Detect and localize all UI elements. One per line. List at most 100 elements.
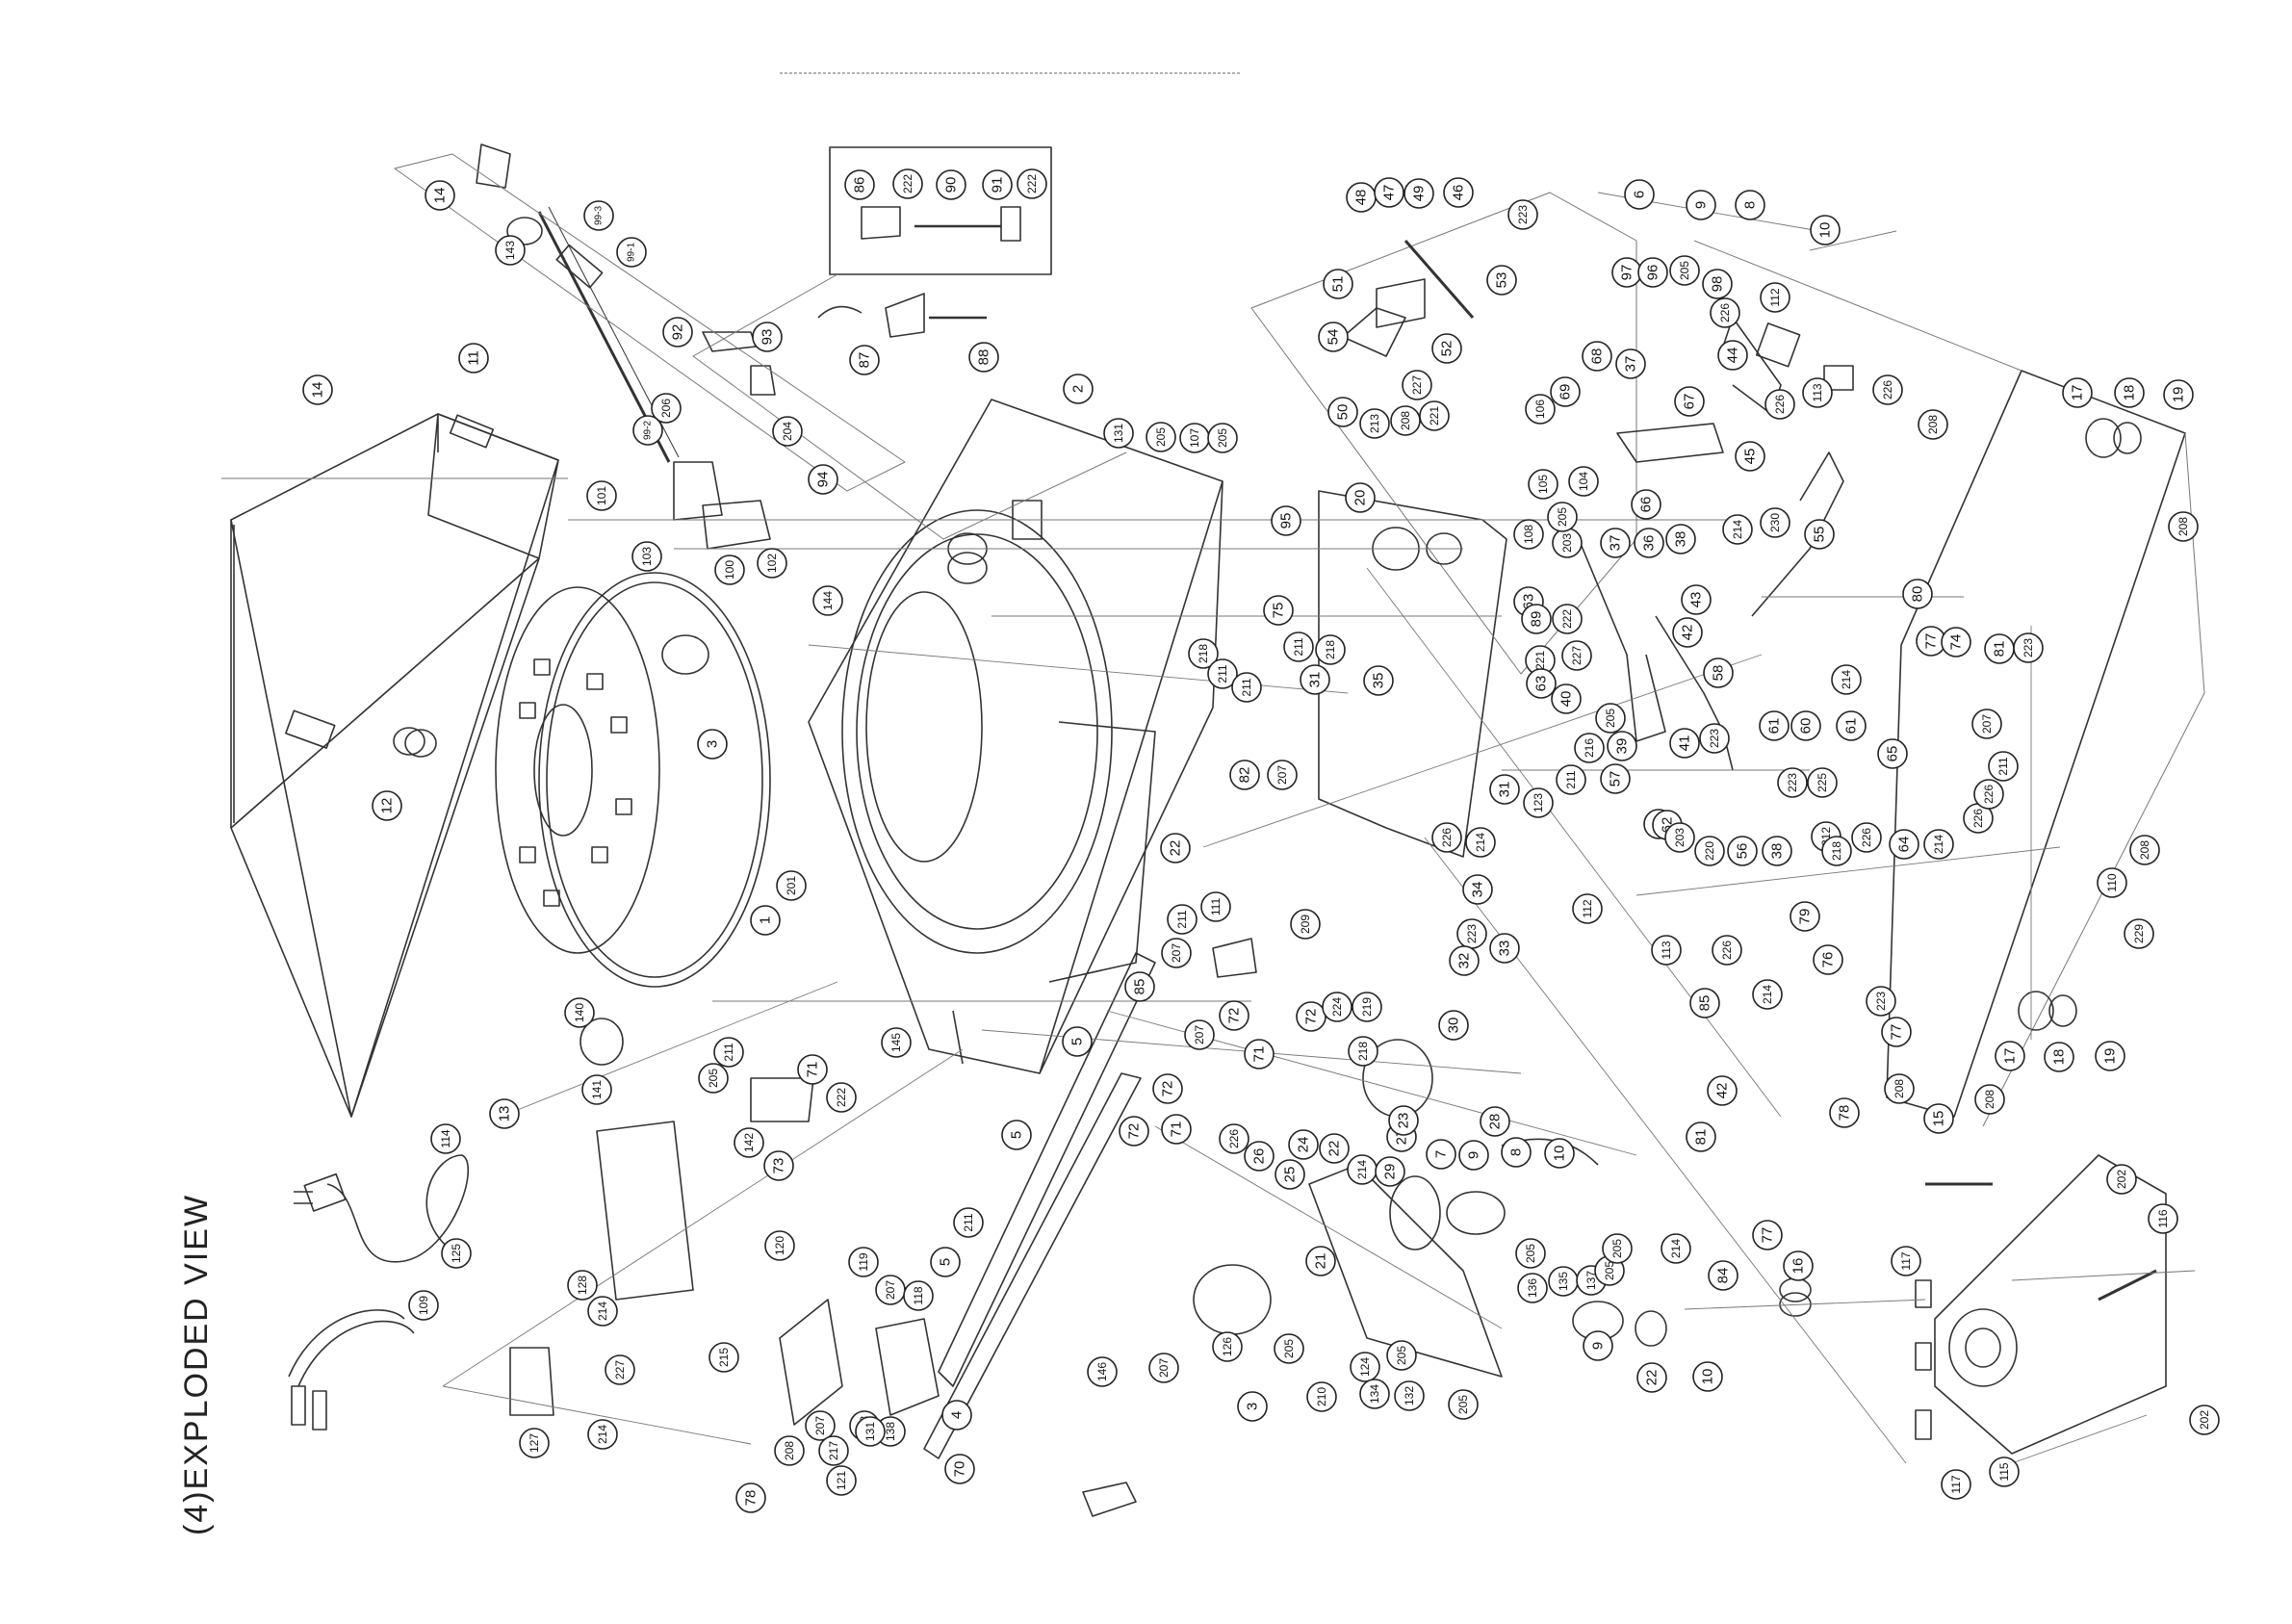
callout-number: 77 <box>1889 1024 1905 1041</box>
callout-circle <box>1624 179 1655 210</box>
callout-number: 119 <box>857 1252 870 1271</box>
part-callout: 4 <box>941 1400 972 1431</box>
callout-circle <box>1872 374 1903 405</box>
part-callout: 112 <box>1760 282 1790 313</box>
callout-circle <box>1661 1233 1691 1264</box>
callout-circle <box>1526 668 1557 699</box>
part-callout: 82 <box>1229 760 1260 790</box>
callout-circle <box>1988 751 2019 782</box>
part-callout: 45 <box>1735 441 1765 472</box>
callout-circle <box>1465 827 1496 858</box>
callout-number: 92 <box>670 324 686 341</box>
callout-circle <box>1274 1333 1304 1364</box>
callout-number: 95 <box>1278 513 1295 529</box>
callout-number: 87 <box>857 352 873 369</box>
tonearm <box>476 143 776 550</box>
part-callout: 71 <box>797 1054 828 1085</box>
part-callout: 39 <box>1607 731 1637 761</box>
callout-circle <box>458 343 489 374</box>
callout-circle <box>1352 992 1382 1022</box>
part-callout: 220 <box>1694 836 1725 866</box>
part-callout: 214 <box>1831 664 1862 695</box>
callout-circle <box>1275 1159 1305 1190</box>
callout-number: 207 <box>1170 943 1183 963</box>
part-callout: 56 <box>1727 836 1758 866</box>
part-callout: 77 <box>1752 1220 1783 1250</box>
part-callout: 81 <box>1984 633 2015 664</box>
callout-circle <box>1426 1139 1456 1170</box>
callout-circle <box>1602 1233 1633 1264</box>
callout-number: 49 <box>1411 186 1428 202</box>
callout-number: 127 <box>528 1433 541 1453</box>
cue-leader <box>692 273 1127 540</box>
callout-number: 211 <box>722 1043 735 1061</box>
callout-number: 223 <box>2022 638 2035 657</box>
callout-circle <box>1103 418 1134 449</box>
part-callout: 22 <box>1160 833 1191 864</box>
callout-circle <box>1146 422 1176 452</box>
part-callout: 104 <box>1568 466 1599 497</box>
callout-circle <box>1161 1114 1192 1145</box>
callout-circle <box>892 168 923 199</box>
part-callout: 16 <box>1783 1250 1814 1281</box>
part-callout: 57 <box>1600 763 1631 794</box>
callout-circle <box>1288 1129 1319 1160</box>
part-callout: 9 <box>1458 1140 1489 1171</box>
callout-number: 63 <box>1533 676 1550 692</box>
callout-number: 14 <box>432 188 449 204</box>
part-callout: 214 <box>1722 514 1753 545</box>
callout-number: 210 <box>1315 1387 1328 1406</box>
callout-circle <box>1568 466 1599 497</box>
callout-circle <box>1550 376 1581 407</box>
part-callout: 3 <box>697 729 728 760</box>
callout-circle <box>1722 514 1753 545</box>
callout-number: 61 <box>1843 718 1860 735</box>
callout-circle <box>1735 441 1765 472</box>
callout-number: 124 <box>1358 1357 1372 1377</box>
part-callout: 119 <box>848 1247 879 1277</box>
callout-circle <box>1404 178 1434 209</box>
part-callout: 107 <box>1179 423 1210 453</box>
callout-number: 11 <box>466 350 482 366</box>
part-callout: 96 <box>1637 257 1668 288</box>
callout-number: 211 <box>1175 910 1189 928</box>
callout-circle <box>1807 767 1838 798</box>
callout-number: 214 <box>1932 835 1945 854</box>
callout-circle <box>1637 257 1668 288</box>
callout-circle <box>1148 1353 1179 1383</box>
callout-circle <box>1802 377 1833 408</box>
part-callout: 1 <box>750 905 781 936</box>
part-callout: 217 <box>818 1435 849 1466</box>
part-callout: 89 <box>1521 604 1552 634</box>
callout-number: 214 <box>1474 833 1487 852</box>
part-callout: 50 <box>1327 397 1358 427</box>
callout-number: 29 <box>1382 1164 1399 1180</box>
callout-circle <box>855 1416 886 1447</box>
part-callout: 3 <box>1237 1391 1268 1422</box>
callout-number: 221 <box>1428 406 1441 425</box>
callout-number: 73 <box>771 1158 787 1174</box>
callout-number: 76 <box>1820 952 1837 968</box>
callout-circle <box>2168 511 2199 542</box>
callout-circle <box>1941 1469 1971 1500</box>
callout-number: 227 <box>613 1360 627 1379</box>
callout-number: 115 <box>1997 1462 2011 1481</box>
callout-circle <box>1323 269 1353 299</box>
callout-circle <box>616 237 647 268</box>
callout-number: 48 <box>1353 190 1370 206</box>
callout-number: 55 <box>1812 527 1828 543</box>
part-callout: 131 <box>1103 418 1134 449</box>
part-callout: 216 <box>1574 733 1605 763</box>
part-callout: 205 <box>1207 423 1238 453</box>
callout-circle <box>1694 836 1725 866</box>
part-callout: 88 <box>968 342 999 373</box>
part-callout: 97 <box>1611 257 1642 288</box>
callout-circle <box>587 1296 618 1327</box>
callout-circle <box>714 554 745 585</box>
part-callout: 207 <box>805 1410 836 1441</box>
callout-number: 222 <box>901 174 914 193</box>
callout-circle <box>1971 709 2002 739</box>
part-callout: 218 <box>1348 1036 1378 1067</box>
callout-circle <box>1431 333 1462 364</box>
callout-circle <box>1375 1156 1405 1187</box>
